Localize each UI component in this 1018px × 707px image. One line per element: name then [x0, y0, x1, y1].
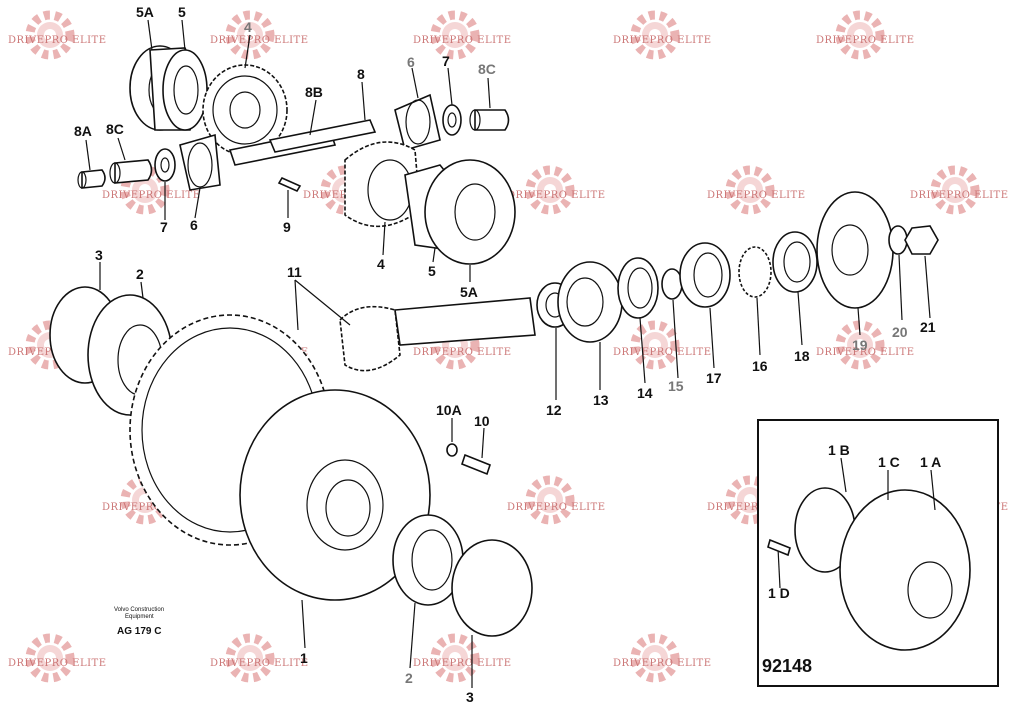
part-label-18: 18	[794, 348, 810, 364]
part-label-19: 19	[852, 337, 868, 353]
part-label-8c-left: 8C	[106, 121, 124, 137]
part-label-9: 9	[283, 219, 291, 235]
caption-code: AG 179 C	[117, 626, 161, 637]
part-label-3-bottom: 3	[466, 689, 474, 705]
watermark-text: DRIVEPRO ELITE	[507, 502, 606, 513]
part-label-5a-mid: 5A	[460, 284, 478, 300]
part-label-8a: 8A	[74, 123, 92, 139]
watermark-text: DRIVEPRO ELITE	[507, 190, 606, 201]
watermark-text: DRIVEPRO ELITE	[210, 35, 309, 46]
part-label-21: 21	[920, 319, 936, 335]
watermark-text: DRIVEPRO ELITE	[102, 502, 201, 513]
part-label-7: 7	[442, 53, 450, 69]
part-label-5a: 5A	[136, 4, 154, 20]
part-labels: 5A 5 4 8 8B 6 7 8C 8A 8C 7 6 9 4 5 5A 3 …	[74, 4, 936, 705]
part-label-14: 14	[637, 385, 653, 401]
watermark-text: DRIVEPRO ELITE	[816, 35, 915, 46]
inset-number: 92148	[762, 656, 812, 676]
watermark-text: DRIVEPRO ELITE	[707, 190, 806, 201]
watermark-text: DRIVEPRO ELITE	[210, 658, 309, 669]
part-label-10a: 10A	[436, 402, 462, 418]
part-label-6: 6	[407, 54, 415, 70]
watermark-text: DRIVEPRO ELITE	[816, 347, 915, 358]
part-label-10: 10	[474, 413, 490, 429]
spider-gear-assembly	[77, 45, 516, 265]
caption: Volvo Construction Equipment AG 179 C	[114, 607, 164, 637]
inset-detail: 1 B 1 C 1 A 1 D 92148	[757, 419, 999, 687]
watermark-text: DRIVEPRO ELITE	[910, 190, 1009, 201]
watermark-text: DRIVEPRO ELITE	[8, 35, 107, 46]
inset-label-1b: 1 B	[828, 442, 850, 458]
part-label-7-left: 7	[160, 219, 168, 235]
inset-label-1c: 1 C	[878, 454, 900, 470]
part-label-8: 8	[357, 66, 365, 82]
part-label-2-left: 2	[136, 266, 144, 282]
inset-label-1d: 1 D	[768, 585, 790, 601]
caption-line1: Volvo Construction	[114, 607, 164, 613]
watermark-text: DRIVEPRO ELITE	[707, 502, 806, 513]
part-label-4-mid: 4	[377, 256, 385, 272]
watermark-text: DRIVEPRO ELITE	[413, 658, 512, 669]
part-label-16: 16	[752, 358, 768, 374]
watermark-text: DRIVEPRO ELITE	[102, 190, 201, 201]
watermark-text: DRIVEPRO ELITE	[613, 658, 712, 669]
watermark-text: DRIVEPRO ELITE	[613, 347, 712, 358]
part-label-11: 11	[287, 264, 302, 280]
part-label-5-mid: 5	[428, 263, 436, 279]
part-label-6-left: 6	[190, 217, 198, 233]
part-label-8b: 8B	[305, 84, 323, 100]
watermark-text: DRIVEPRO ELITE	[413, 35, 512, 46]
part-label-2-bottom: 2	[405, 670, 413, 686]
part-label-13: 13	[593, 392, 609, 408]
watermark-text: DRIVEPRO ELITE	[413, 347, 512, 358]
part-label-15: 15	[668, 378, 684, 394]
part-label-8c: 8C	[478, 61, 496, 77]
part-label-20: 20	[892, 324, 908, 340]
inset-label-1a: 1 A	[920, 454, 941, 470]
part-label-1: 1	[300, 650, 308, 666]
caption-line2: Equipment	[125, 614, 154, 620]
leader-lines	[85, 19, 931, 688]
part-label-5: 5	[178, 4, 186, 20]
watermark-text: DRIVEPRO ELITE	[8, 658, 107, 669]
pinion-assembly	[339, 191, 939, 372]
differential-housing	[49, 286, 533, 637]
part-label-4: 4	[244, 19, 252, 35]
part-label-17: 17	[706, 370, 722, 386]
part-label-3-left: 3	[95, 247, 103, 263]
watermark-text: DRIVEPRO ELITE	[613, 35, 712, 46]
part-label-12: 12	[546, 402, 562, 418]
